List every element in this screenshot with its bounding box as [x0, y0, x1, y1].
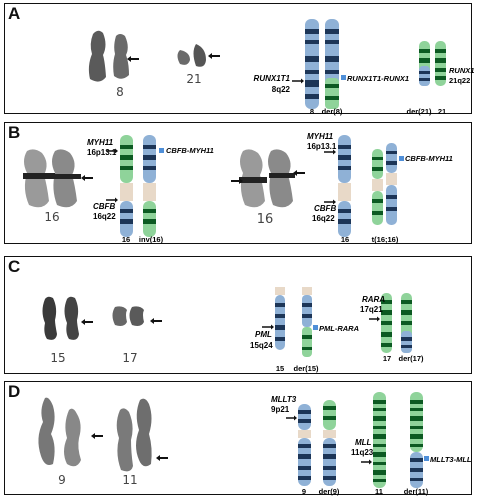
- ideogram-inv16: [143, 135, 156, 237]
- panel-b-figure: 16 CBFB-MYH11 MYH11 16p13.1 CBFB 16q22 1…: [23, 132, 453, 244]
- karyotype-number: 21: [186, 72, 201, 86]
- ideogram-chr11: [373, 392, 386, 488]
- fusion-label: RUNX1T1-RUNX1: [347, 74, 409, 83]
- fusion-marker: [159, 148, 164, 153]
- panel-label: D: [8, 382, 21, 401]
- ideogram-t1616a: [372, 149, 383, 225]
- fusion-marker: [424, 456, 429, 461]
- ideogram-label: der(15): [293, 364, 319, 373]
- gene-name: CBFB: [93, 202, 115, 211]
- ideogram-chr21: [435, 41, 446, 86]
- panel-a: A 8 21 RUNX1T1-RUNX1 RUNX1T1 8q22: [4, 3, 474, 116]
- ideogram-label: 9: [302, 487, 306, 496]
- karyotype-number: 16: [257, 212, 274, 227]
- fusion-marker: [313, 325, 318, 330]
- gene-name: RARA: [362, 295, 385, 304]
- gene-band: 11q23: [351, 448, 374, 457]
- ideogram-label: der(17): [398, 354, 424, 363]
- karyotype-chromosome-16: [23, 149, 93, 208]
- ideogram-der21: [419, 41, 430, 86]
- gene-band: 16p13.1: [307, 142, 337, 151]
- fusion-label: MLLT3-MLL: [430, 455, 472, 464]
- ideogram-label: der(8): [322, 107, 343, 116]
- ideogram-t1616b: [386, 143, 397, 225]
- gene-name: MLLT3: [271, 395, 297, 404]
- panel-c: C 15 17 PML-RARA PML 15q24: [4, 256, 472, 374]
- ideogram-label: 21: [438, 107, 446, 116]
- panel-label: C: [8, 257, 21, 276]
- ideogram-label: t(16;16): [372, 235, 399, 244]
- karyotype-number: 16: [44, 210, 59, 224]
- gene-name: MYH11: [87, 138, 114, 147]
- karyotype-number: 9: [58, 473, 66, 487]
- panel-label: A: [8, 4, 21, 23]
- gene-name: RUNX1T1: [254, 74, 291, 83]
- karyotype-chromosome-11: [116, 398, 168, 472]
- karyotype-chromosome-8: [88, 30, 139, 82]
- ideogram-chr8: [305, 19, 319, 109]
- ideogram-chr17: [381, 293, 392, 353]
- ideogram-der15: [302, 287, 312, 357]
- ideogram-label: 11: [375, 487, 383, 496]
- karyotype-chromosome-16b: [231, 149, 305, 208]
- panel-a-figure: 8 21 RUNX1T1-RUNX1 RUNX1T1 8q22 8 der(8): [88, 19, 474, 116]
- ideogram-der9: [323, 400, 336, 486]
- gene-band: 21q22: [449, 76, 470, 85]
- gene-band: 9p21: [271, 405, 290, 414]
- karyotype-chromosome-21: [177, 44, 220, 67]
- gene-name: RUNX1: [449, 66, 474, 75]
- gene-name: MLL: [355, 438, 372, 447]
- karyotype-chromosome-17: [112, 306, 162, 326]
- ideogram-label: der(11): [404, 487, 429, 496]
- panel-d-figure: 9 11 MLLT3 9p21 9 der(9): [38, 392, 472, 496]
- ideogram-label: 16: [122, 235, 130, 244]
- karyotype-chromosome-15: [42, 296, 93, 340]
- fusion-marker: [399, 156, 404, 161]
- ideogram-label: 17: [383, 354, 391, 363]
- fusion-label: PML-RARA: [319, 324, 359, 333]
- ideogram-label: 8: [310, 107, 314, 116]
- gene-band: 15q24: [250, 341, 273, 350]
- ideogram-der11: [410, 392, 423, 488]
- ideogram-label: 16: [341, 235, 349, 244]
- ideogram-chr16b: [338, 135, 351, 237]
- ideogram-der8: [325, 19, 339, 109]
- fusion-label: CBFB-MYH11: [166, 146, 214, 155]
- karyotype-number: 15: [50, 351, 65, 365]
- gene-band: 16q22: [93, 212, 116, 221]
- gene-band: 17q21: [360, 305, 383, 314]
- gene-band: 16p13.1: [87, 148, 117, 157]
- ideogram-label: inv(16): [139, 235, 164, 244]
- karyotype-number: 8: [116, 85, 124, 99]
- panel-c-figure: 15 17 PML-RARA PML 15q24 15 der(15): [42, 287, 424, 373]
- panel-b: B 16 CBFB-MYH11 MYH11 16p13.1 CBFB: [4, 122, 472, 244]
- panel-d: D 9 11 MLLT3 9p21 9: [4, 381, 472, 496]
- karyotype-number: 17: [122, 351, 137, 365]
- fusion-marker: [341, 75, 346, 80]
- fusion-label: CBFB-MYH11: [405, 154, 453, 163]
- ideogram-der17: [401, 293, 412, 353]
- ideogram-chr16: [120, 135, 133, 237]
- karyotype-number: 11: [122, 473, 137, 487]
- panel-label: B: [8, 123, 21, 142]
- ideogram-chr9: [298, 404, 311, 486]
- gene-name: CBFB: [314, 204, 336, 213]
- gene-band: 8q22: [272, 85, 291, 94]
- ideogram-chr15: [275, 287, 285, 350]
- karyotype-chromosome-9: [38, 397, 103, 467]
- ideogram-label: 15: [276, 364, 284, 373]
- ideogram-label: der(21): [406, 107, 432, 116]
- gene-name: PML: [255, 330, 272, 339]
- gene-name: MYH11: [307, 132, 334, 141]
- ideogram-label: der(9): [319, 487, 340, 496]
- gene-band: 16q22: [312, 214, 335, 223]
